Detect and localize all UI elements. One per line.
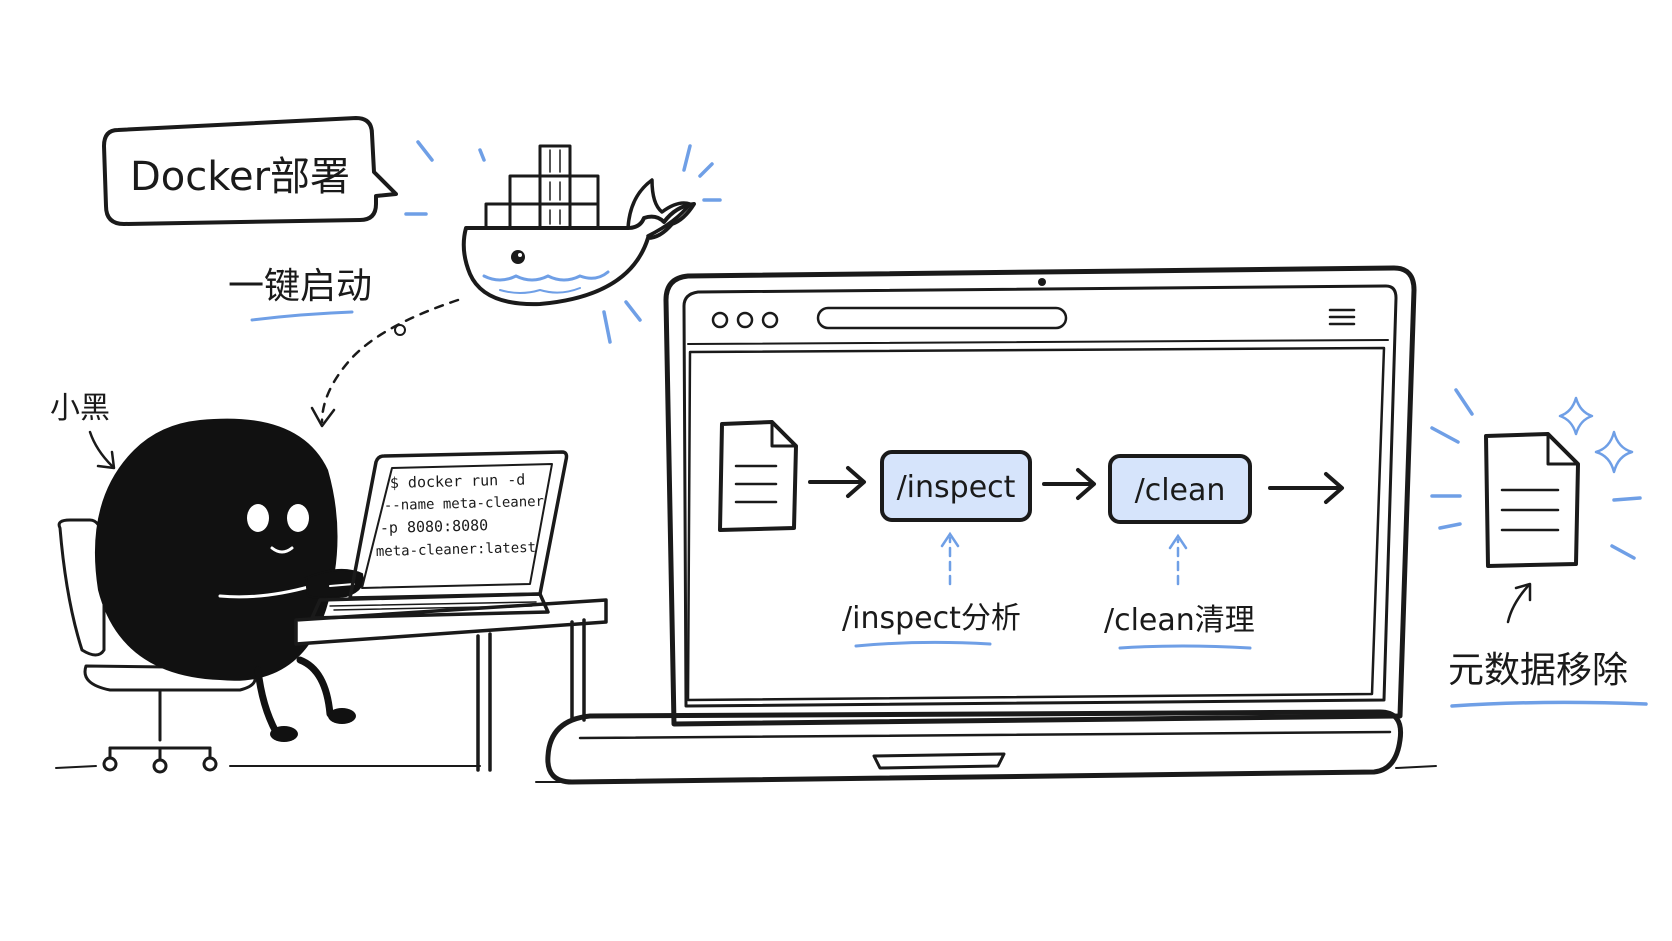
main-laptop xyxy=(545,265,1417,785)
inspect-step[interactable]: /inspect xyxy=(880,450,1032,522)
clean-dashed-arrow xyxy=(1168,533,1188,586)
clean-caption-group: /clean清理 xyxy=(1104,603,1255,650)
metadata-removed-group: 元数据移除 xyxy=(1448,650,1648,708)
window-dot-1 xyxy=(711,311,729,329)
hamburger-menu-icon[interactable] xyxy=(1328,308,1356,326)
window-dot-2 xyxy=(736,311,754,329)
pipeline-arrow-3 xyxy=(1268,472,1344,504)
ground-lines xyxy=(55,765,1437,783)
deploy-dashed-arrow xyxy=(310,298,460,428)
desk xyxy=(294,598,608,772)
one-click-start-group: 一键启动 xyxy=(228,266,372,322)
docker-deploy-bubble: Docker部署 xyxy=(102,116,398,226)
character-eye-left xyxy=(247,504,269,532)
clean-step-label: /clean xyxy=(1135,473,1226,508)
inspect-dashed-arrow xyxy=(940,531,960,586)
one-click-start-label: 一键启动 xyxy=(228,266,372,307)
whale-motion-lines xyxy=(404,140,722,344)
terminal-line-1: $ docker run -d xyxy=(390,470,526,492)
pipeline: /inspect /clean /inspect分析 xyxy=(718,420,1344,650)
character-name-label: 小黑 xyxy=(50,391,110,426)
output-motion-lines xyxy=(1430,388,1642,560)
output-document-icon xyxy=(1484,432,1580,568)
office-chair xyxy=(57,518,257,774)
terminal-line-2: --name meta-cleaner xyxy=(384,494,545,514)
pipeline-arrow-2 xyxy=(1042,468,1096,500)
metadata-removed-label: 元数据移除 xyxy=(1448,650,1628,691)
clean-step[interactable]: /clean xyxy=(1108,454,1252,524)
docker-deploy-label: Docker部署 xyxy=(130,154,350,200)
inspect-step-label: /inspect xyxy=(897,470,1016,505)
pipeline-arrow-1 xyxy=(808,466,866,498)
window-dot-3 xyxy=(761,311,779,329)
character-label-group: 小黑 xyxy=(50,391,116,470)
terminal-line-4: meta-cleaner:latest xyxy=(376,540,537,560)
character-xiaohei xyxy=(94,418,364,742)
inspect-caption: /inspect分析 xyxy=(842,601,1021,636)
inspect-caption-group: /inspect分析 xyxy=(842,601,1021,648)
character-eye-right xyxy=(287,504,309,532)
terminal-window: $ docker run -d --name meta-cleaner -p 8… xyxy=(376,470,545,560)
docker-whale-icon xyxy=(461,144,696,307)
small-laptop: $ docker run -d --name meta-cleaner -p 8… xyxy=(310,450,569,620)
terminal-line-3: -p 8080:8080 xyxy=(380,516,489,537)
webcam xyxy=(1038,278,1046,286)
clean-caption: /clean清理 xyxy=(1104,603,1255,638)
input-document-icon xyxy=(718,420,798,532)
address-bar[interactable] xyxy=(816,306,1068,330)
sparkle-icon xyxy=(1558,396,1634,474)
metadata-removed-arrow xyxy=(1506,582,1532,624)
